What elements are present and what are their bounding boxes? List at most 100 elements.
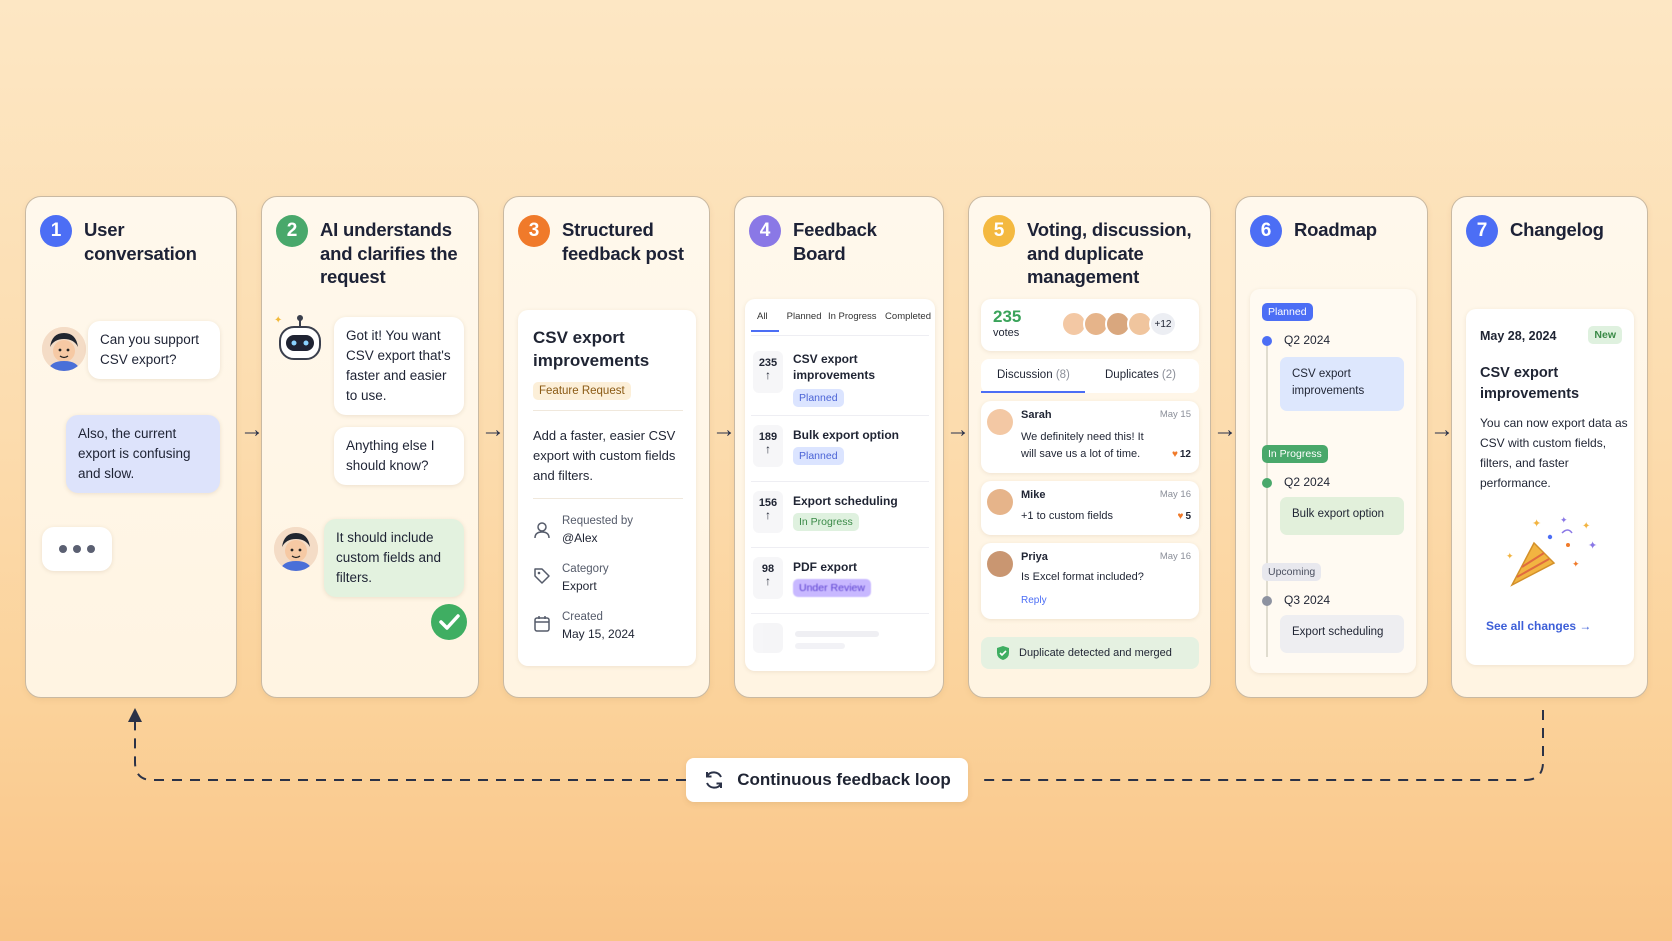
requested-by-label: Requested by xyxy=(562,515,633,527)
upvote-icon: ↑ xyxy=(765,574,771,588)
created-label: Created xyxy=(562,611,603,623)
svg-text:✦: ✦ xyxy=(274,315,282,326)
user-message-2: Also, the current export is confusing an… xyxy=(66,415,220,493)
tab-discussion-label: Discussion xyxy=(997,369,1053,381)
status-badge: In Progress xyxy=(793,513,859,531)
user-avatar xyxy=(42,327,86,371)
changelog-card: May 28, 2024 New CSV export improvements… xyxy=(1466,309,1634,665)
comment-text: We definitely need this! It will save us… xyxy=(1021,431,1144,460)
item-title: CSV export improvements xyxy=(793,352,876,382)
changelog-date: May 28, 2024 xyxy=(1480,329,1557,343)
stage-user-conversation: 1 User conversation Can you support CSV … xyxy=(25,196,237,698)
svg-text:✦: ✦ xyxy=(1582,521,1590,532)
votes-count: 235 xyxy=(993,307,1022,326)
step-number-badge: 3 xyxy=(518,215,550,247)
typing-indicator xyxy=(42,527,112,571)
reply-link[interactable]: Reply xyxy=(1021,595,1047,606)
item-title: Export scheduling xyxy=(793,494,898,508)
like-button[interactable]: ♥12 xyxy=(1172,449,1191,460)
category-value: Export xyxy=(562,579,597,593)
roadmap-item[interactable]: CSV export improvements xyxy=(1280,357,1404,411)
vote-box[interactable]: 235↑ xyxy=(753,351,783,393)
flow-arrow: → xyxy=(240,416,264,443)
user-message-3: It should include custom fields and filt… xyxy=(324,519,464,597)
ai-message-1: Got it! You want CSV export that's faste… xyxy=(334,317,464,415)
refresh-icon xyxy=(703,769,725,791)
item-title: PDF export xyxy=(793,560,858,574)
timeline-dot xyxy=(1262,336,1272,346)
flow-arrow: → xyxy=(1213,416,1237,443)
created-value: May 15, 2024 xyxy=(562,627,635,641)
tab-completed[interactable]: Completed xyxy=(885,311,931,322)
tag-badge: Feature Request xyxy=(533,382,631,400)
step-number-badge: 4 xyxy=(749,215,781,247)
tab-in-progress[interactable]: In Progress xyxy=(827,311,877,322)
roadmap-status-badge: Planned xyxy=(1262,303,1313,321)
roadmap-quarter: Q2 2024 xyxy=(1284,475,1331,489)
roadmap-item[interactable]: Export scheduling xyxy=(1280,615,1404,653)
board-item[interactable]: 156↑ Export scheduling In Progress xyxy=(751,489,929,545)
changelog-entry-text: You can now export data as CSV with cust… xyxy=(1480,416,1628,490)
tab-discussion[interactable]: Discussion (8) xyxy=(981,359,1085,393)
upvote-icon: ↑ xyxy=(765,368,771,382)
commenter-name: Priya xyxy=(1021,551,1048,563)
comment-text: +1 to custom fields xyxy=(1021,510,1114,522)
like-count: 12 xyxy=(1179,449,1191,460)
feedback-post-card: CSV export improvements Feature Request … xyxy=(518,310,696,666)
calendar-icon xyxy=(532,614,552,634)
flow-arrow: → xyxy=(1430,416,1454,443)
vote-box[interactable]: 189↑ xyxy=(753,425,783,467)
more-voters-badge: +12 xyxy=(1149,311,1177,337)
vote-box[interactable]: 156↑ xyxy=(753,491,783,533)
stage-ai-clarifies: 2 AI understands and clarifies the reque… xyxy=(261,196,479,698)
roadmap-item[interactable]: Bulk export option xyxy=(1280,497,1404,535)
votes-label: votes xyxy=(993,327,1020,339)
see-all-changes-link[interactable]: See all changes → xyxy=(1486,619,1592,633)
timeline-dot xyxy=(1262,596,1272,606)
step-number-badge: 1 xyxy=(40,215,72,247)
stage-feedback-board: 4 Feedback Board All Planned In Progress… xyxy=(734,196,944,698)
tab-duplicates[interactable]: Duplicates (2) xyxy=(1093,359,1197,393)
tab-planned[interactable]: Planned xyxy=(786,311,822,322)
changelog-entry-title: CSV export improvements xyxy=(1480,365,1580,402)
board-tabs: All Planned In Progress Completed xyxy=(751,307,931,332)
commenter-name: Sarah xyxy=(1021,409,1052,421)
heart-icon: ♥ xyxy=(1171,449,1178,460)
duplicate-message: Duplicate detected and merged xyxy=(1019,647,1172,659)
roadmap-status-badge: Upcoming xyxy=(1262,563,1322,581)
flow-arrow: → xyxy=(712,416,736,443)
stage-title: AI understands and clarifies the request xyxy=(320,219,458,287)
stage-title: Roadmap xyxy=(1294,219,1377,240)
roadmap-quarter: Q3 2024 xyxy=(1284,593,1331,607)
vote-box[interactable]: 98↑ xyxy=(753,557,783,599)
tab-duplicates-label: Duplicates xyxy=(1105,369,1159,381)
flow-arrow: → xyxy=(946,416,970,443)
party-popper-icon: ✦ ✦ ✦ ✦ ✦ ✦ xyxy=(1502,515,1602,595)
board-item[interactable]: 189↑ Bulk export option Planned xyxy=(751,423,929,479)
status-badge: Under Review xyxy=(793,579,871,597)
tab-discussion-count: (8) xyxy=(1055,369,1070,381)
stage-title: Changelog xyxy=(1510,219,1604,240)
new-badge: New xyxy=(1588,326,1622,344)
tab-all[interactable]: All xyxy=(751,307,779,332)
comment-date: May 16 xyxy=(1159,551,1191,562)
robot-icon: ✦ xyxy=(272,311,328,367)
placeholder-item xyxy=(753,623,929,657)
heart-icon: ♥ xyxy=(1177,511,1184,522)
comment-date: May 15 xyxy=(1159,409,1191,420)
step-number-badge: 5 xyxy=(983,215,1015,247)
post-description: Add a faster, easier CSV export with cus… xyxy=(533,428,676,483)
svg-text:✦: ✦ xyxy=(1532,518,1541,530)
like-button[interactable]: ♥5 xyxy=(1178,511,1192,522)
vote-count: 189 xyxy=(758,431,778,443)
board-item[interactable]: 98↑ PDF export Under Review xyxy=(751,555,929,611)
votes-card: 235 votes +12 xyxy=(981,299,1199,351)
commenter-name: Mike xyxy=(1021,489,1046,501)
flow-arrow: → xyxy=(481,416,505,443)
board-item[interactable]: 235↑ CSV export improvements Planned xyxy=(751,347,929,407)
timeline-line xyxy=(1266,337,1268,657)
comment-card: Sarah May 15 We definitely need this! It… xyxy=(981,401,1199,473)
feedback-loop-label: Continuous feedback loop xyxy=(737,770,951,789)
tag-icon xyxy=(532,566,552,586)
vote-count: 235 xyxy=(758,357,778,369)
